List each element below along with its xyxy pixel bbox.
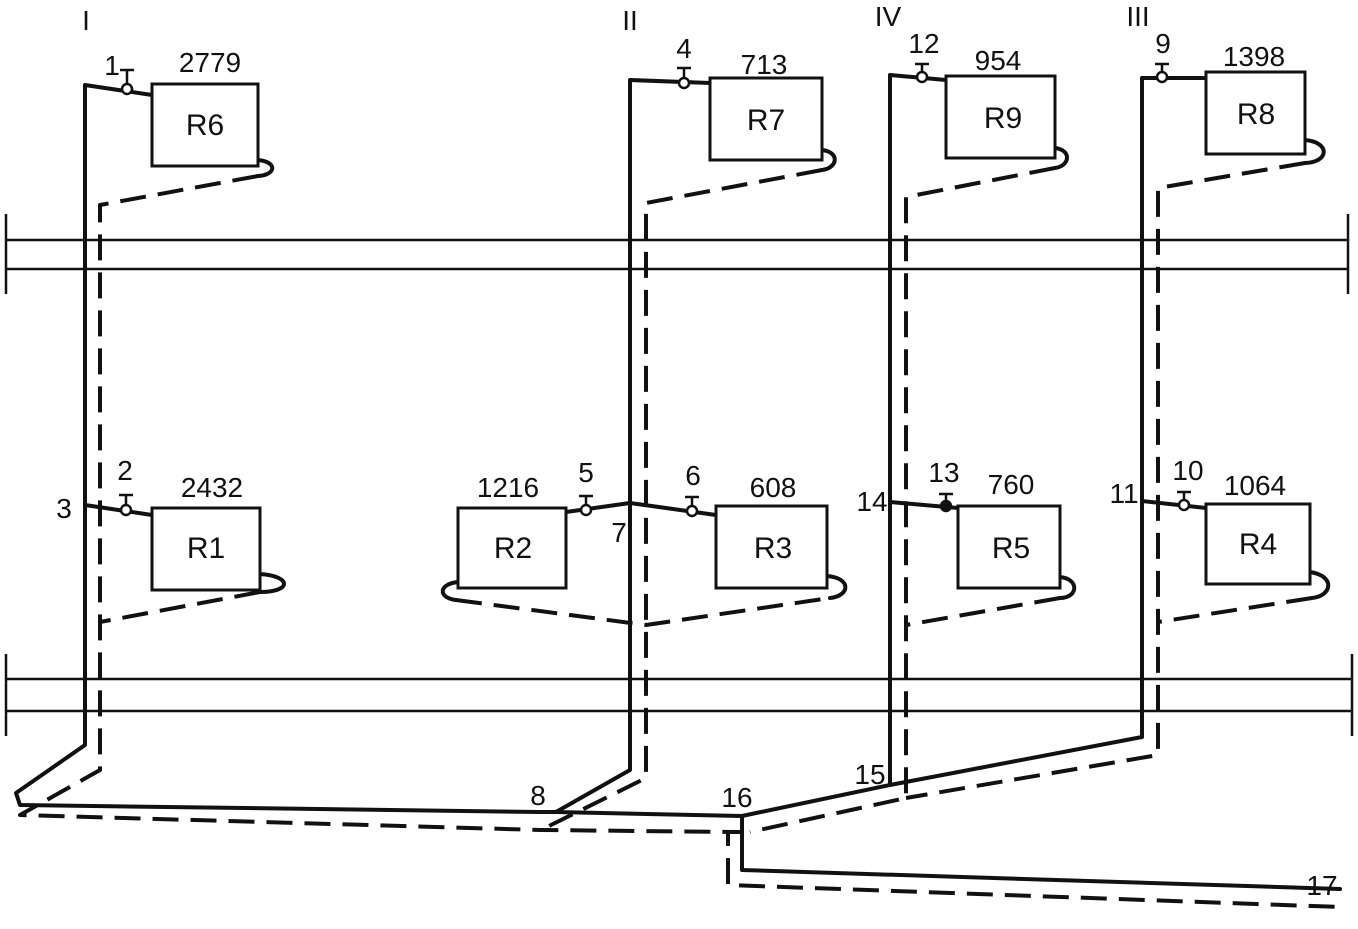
radiator-R7: R7 713	[708, 49, 824, 162]
valve-icon	[119, 493, 133, 517]
radiator-R6: R6 2779	[150, 47, 260, 168]
valve-number: 2	[117, 455, 133, 486]
riser-labels: I II IV III	[82, 1, 1150, 36]
node-labels: 3 7 8 11 14 15 16 17	[56, 478, 1337, 901]
valve-icon	[1177, 490, 1191, 512]
floor-lines	[4, 214, 1354, 736]
loop-R6	[256, 158, 275, 178]
supply-riser-II	[554, 78, 1342, 891]
heat-load-label: 608	[750, 472, 797, 503]
radiator-R1: R1 2432	[150, 472, 262, 592]
radiator-label: R7	[747, 104, 785, 137]
valve-number: 10	[1172, 455, 1203, 486]
valve-icon	[1155, 62, 1169, 84]
valve-number: 13	[928, 457, 959, 488]
node-label: 11	[1109, 478, 1138, 509]
return-branch-R1	[99, 590, 261, 624]
node-label: 7	[611, 517, 627, 548]
return-branch-R5	[905, 596, 1061, 627]
loop-R1	[258, 572, 286, 594]
radiator-label: R1	[187, 532, 225, 565]
return-piping	[18, 138, 1341, 909]
radiator-label: R2	[494, 532, 532, 565]
heat-load-label: 2432	[181, 472, 243, 503]
radiator-label: R5	[992, 532, 1030, 565]
riser-label: I	[82, 5, 90, 36]
radiators: R6 2779 R7 713 R9 954 R8 1398 R1 2432 R2…	[150, 41, 1312, 592]
return-riser-III	[905, 161, 1306, 800]
supply-branch-R1	[83, 503, 154, 517]
node-label: 16	[721, 782, 752, 813]
radiator-R4: R4 1064	[1204, 470, 1312, 586]
heat-load-label: 713	[741, 49, 788, 80]
node-label: 17	[1306, 870, 1337, 901]
loop-R7	[820, 148, 837, 172]
radiator-R2: R2 1216	[456, 472, 568, 590]
node-label: 3	[56, 493, 72, 524]
valve-icon	[677, 66, 691, 90]
valve-icon	[685, 495, 699, 518]
radiator-R3: R3 608	[714, 472, 829, 590]
return-branch-R2-R3	[455, 596, 831, 627]
valve-number: 5	[578, 457, 594, 488]
radiator-label: R6	[186, 109, 224, 142]
valve-icon	[579, 494, 593, 517]
radiator-label: R3	[754, 532, 792, 565]
node-label: 15	[854, 759, 885, 790]
radiator-label: R9	[984, 102, 1022, 135]
node-label: 8	[530, 780, 546, 811]
node-label: 14	[856, 486, 887, 517]
valve-number: 1	[104, 50, 120, 81]
loop-R8	[1303, 138, 1326, 165]
radiator-label: R4	[1239, 528, 1277, 561]
valve-number: 6	[685, 460, 701, 491]
return-riser-I	[18, 174, 741, 834]
supply-branch-R4	[1140, 499, 1208, 510]
riser-label: IV	[875, 1, 902, 32]
valve-icon	[915, 62, 929, 84]
heat-load-label: 1398	[1223, 41, 1285, 72]
return-main	[726, 830, 1341, 909]
riser-label: II	[622, 5, 638, 36]
supply-riser-IV	[740, 73, 948, 818]
supply-riser-III	[888, 76, 1208, 787]
valve-numbers: 1 4 12 9 2 5 6 13 10	[104, 28, 1203, 491]
radiator-R5: R5 760	[956, 469, 1062, 590]
radiator-R9: R9 954	[944, 45, 1057, 160]
return-branch-R4	[1157, 596, 1313, 624]
loop-R3	[825, 574, 848, 600]
heat-load-label: 760	[988, 469, 1035, 500]
loop-R5	[1058, 575, 1077, 600]
radiator-R8: R8 1398	[1204, 41, 1307, 156]
loop-R9	[1053, 146, 1069, 170]
valves	[119, 62, 1191, 518]
valve-number: 9	[1155, 28, 1171, 59]
heat-load-label: 1216	[477, 472, 539, 503]
radiator-label: R8	[1237, 98, 1275, 131]
loop-R4	[1308, 570, 1331, 600]
riser-label: III	[1126, 1, 1149, 32]
valve-icon	[120, 68, 134, 96]
valve-icon	[939, 492, 953, 513]
loop-R2	[440, 580, 460, 602]
supply-riser-I	[14, 83, 558, 814]
heat-load-label: 954	[975, 45, 1022, 76]
valve-number: 12	[908, 28, 939, 59]
heat-load-label: 2779	[179, 47, 241, 78]
heat-load-label: 1064	[1224, 470, 1286, 501]
valve-number: 4	[676, 33, 692, 64]
return-riser-II	[544, 168, 823, 830]
